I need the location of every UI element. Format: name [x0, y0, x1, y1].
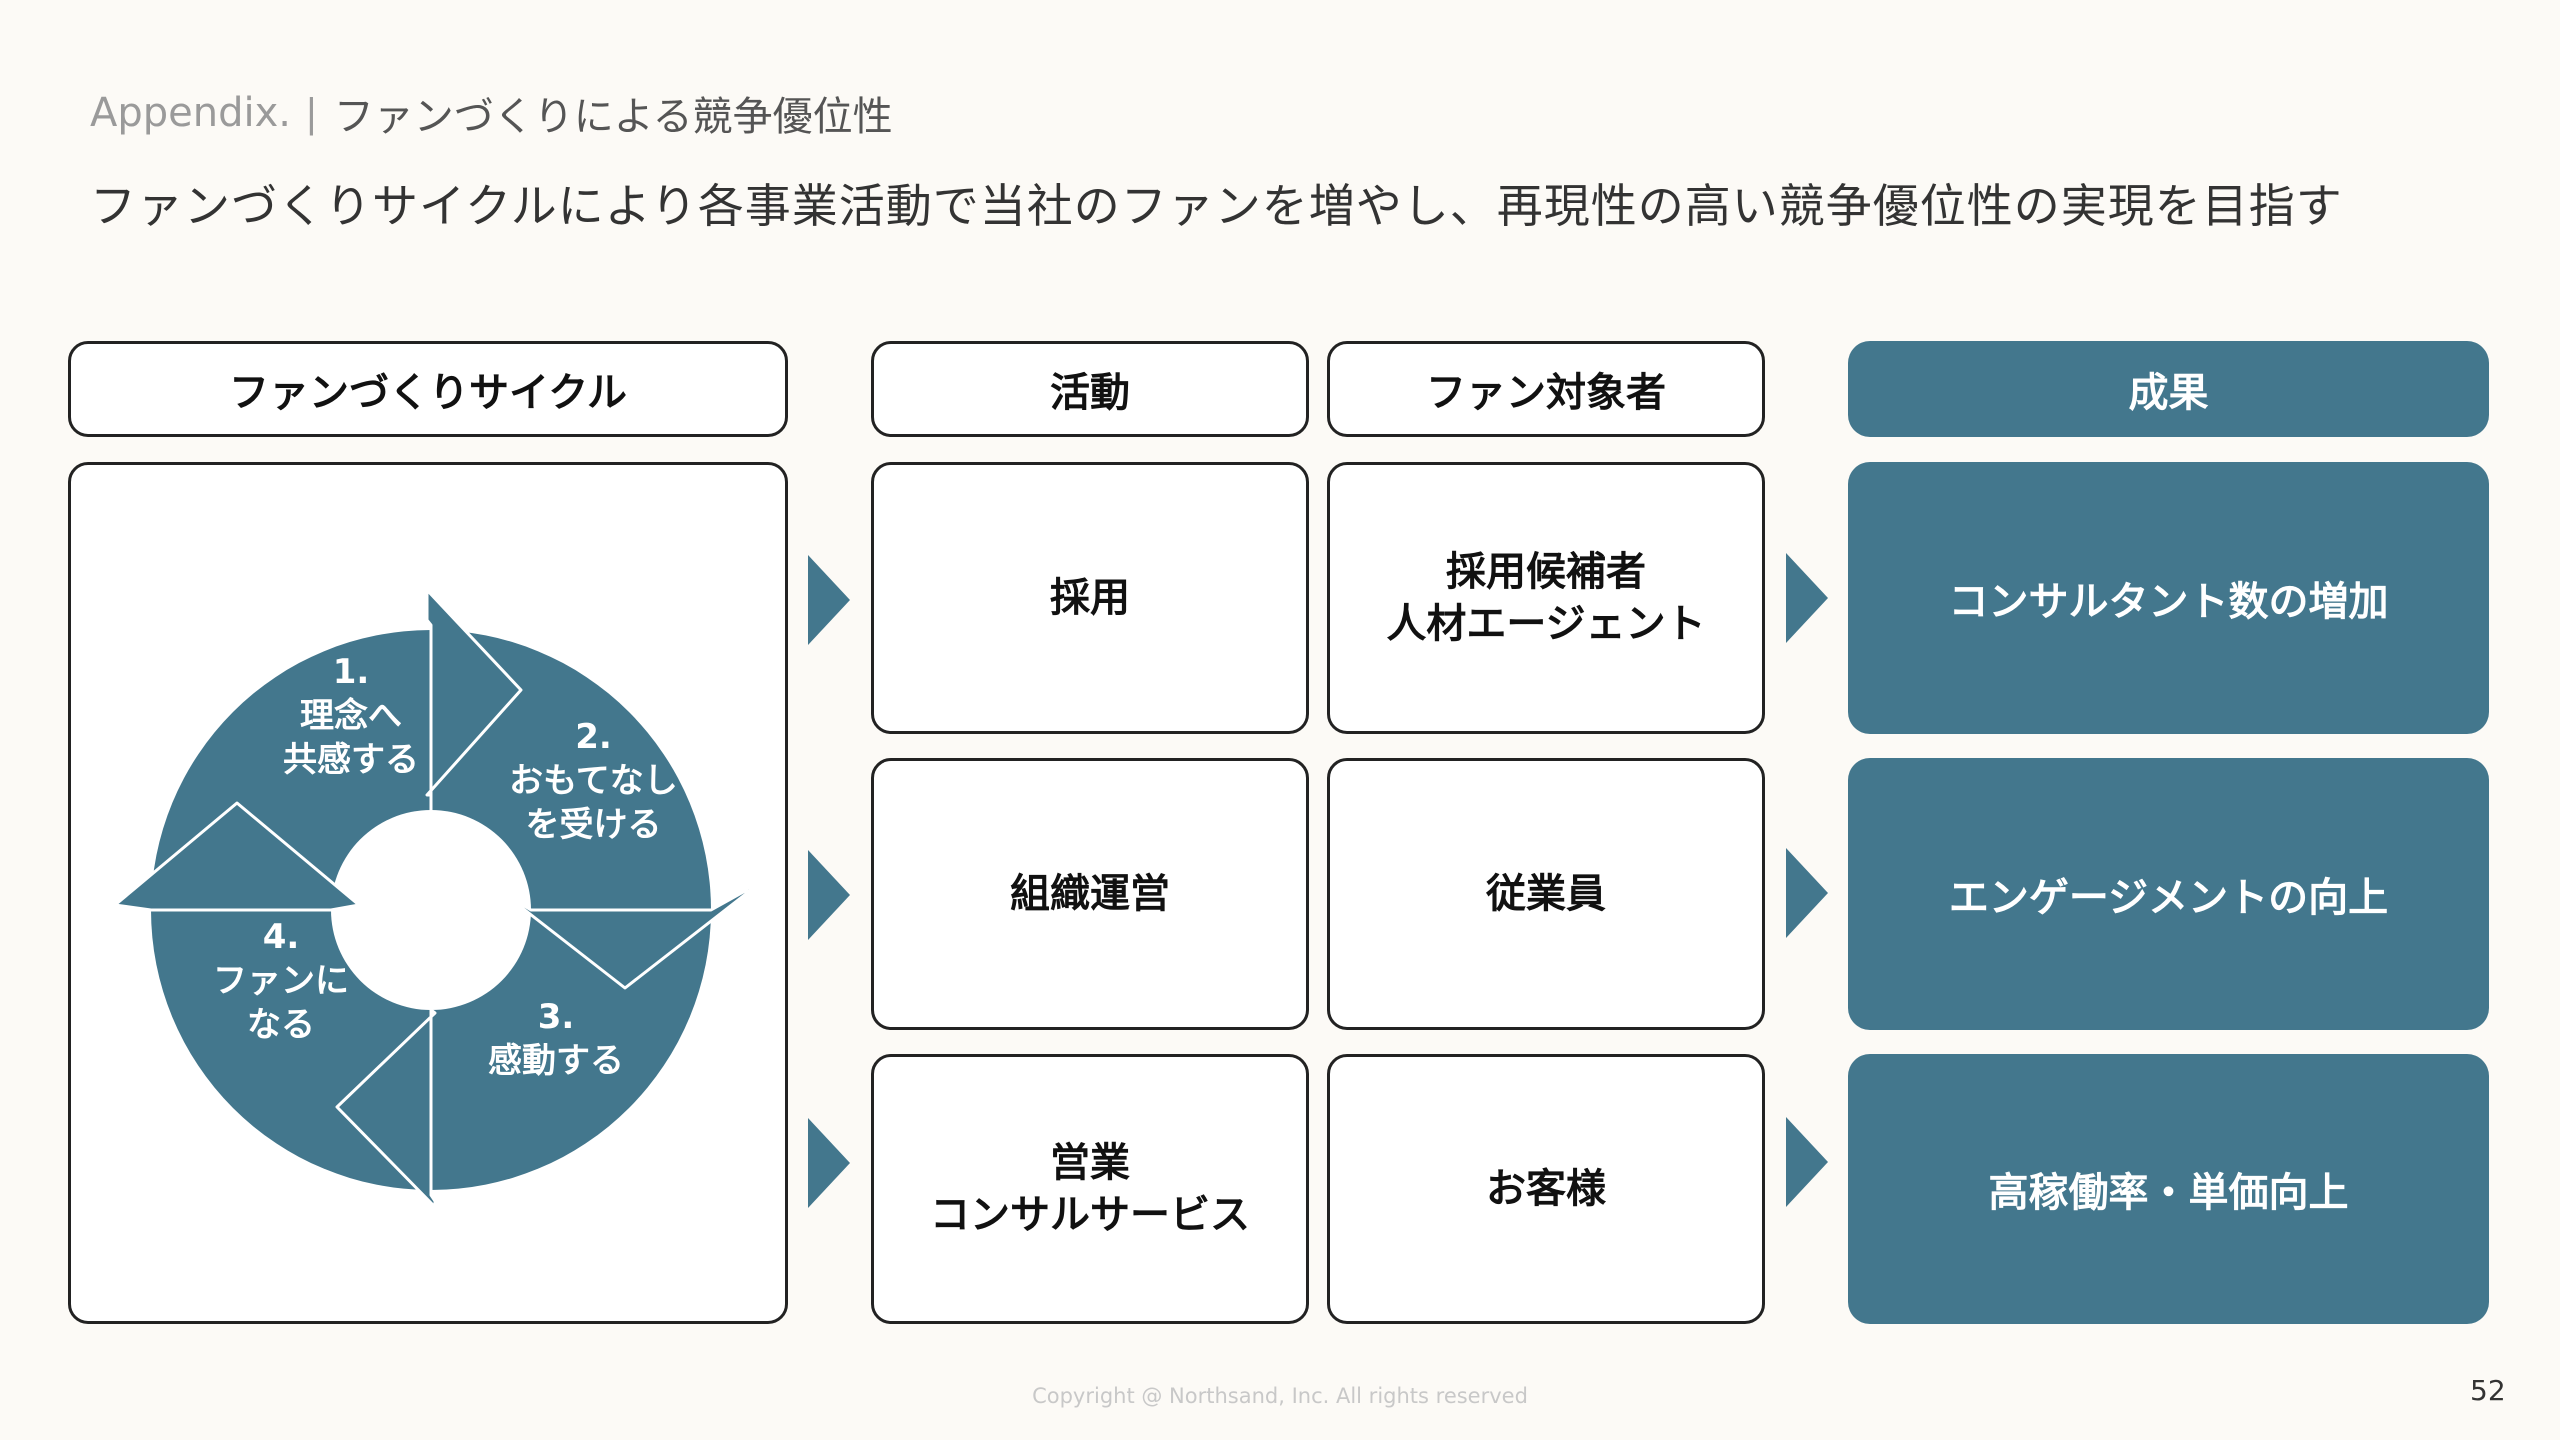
cycle-step-2-number: 2. [575, 717, 612, 757]
cycle-hole [331, 810, 531, 1010]
breadcrumb: Appendix. | ファンづくりによる競争優位性 [90, 86, 893, 140]
cycle-step-3: 3. 感動する [456, 995, 656, 1083]
result-cell-1: コンサルタント数の増加 [1848, 462, 2489, 734]
breadcrumb-prefix: Appendix. [90, 90, 291, 136]
headline: ファンづくりサイクルにより各事業活動で当社のファンを増やし、再現性の高い競争優位… [90, 179, 2343, 233]
cycle-step-2: 2. おもてなし を受ける [486, 715, 701, 847]
header-cycle: ファンづくりサイクル [68, 341, 788, 437]
cycle-step-1-line1: 理念へ [300, 696, 402, 736]
cycle-arrow-up [113, 801, 361, 912]
cycle-step-3-number: 3. [537, 997, 575, 1037]
header-target: ファン対象者 [1327, 341, 1765, 437]
connector-arrow-icon [1786, 848, 1828, 938]
cycle-arrow-left [335, 1008, 437, 1209]
connector-arrow-icon [1786, 553, 1828, 643]
connector-arrow-icon [1786, 1117, 1828, 1207]
header-activity: 活動 [871, 341, 1309, 437]
connector-arrow-icon [808, 1118, 850, 1208]
target-cell-1: 採用候補者 人材エージェント [1327, 462, 1765, 734]
activity-cell-3: 営業 コンサルサービス [871, 1054, 1309, 1324]
cycle-step-1: 1. 理念へ 共感する [251, 650, 451, 782]
cycle-step-2-line2: を受ける [525, 805, 662, 845]
cycle-arrow-right [425, 588, 523, 812]
cycle-arrow-down [501, 883, 753, 990]
activity-cell-2: 組織運営 [871, 758, 1309, 1030]
target-cell-3: お客様 [1327, 1054, 1765, 1324]
breadcrumb-title: ファンづくりによる競争優位性 [333, 94, 893, 140]
cycle-panel: 1. 理念へ 共感する 2. おもてなし を受ける 3. 感動する 4. ファン… [68, 462, 788, 1324]
page-number: 52 [2470, 1374, 2506, 1407]
cycle-step-1-number: 1. [332, 652, 370, 692]
cycle-step-4-number: 4. [262, 917, 300, 957]
breadcrumb-separator: | [305, 91, 318, 135]
cycle-diagram [113, 588, 753, 1209]
cycle-step-4-line1: ファンに [213, 961, 349, 1001]
copyright-footer: Copyright @ Northsand, Inc. All rights r… [1032, 1384, 1528, 1408]
cycle-step-4: 4. ファンに なる [181, 915, 381, 1047]
result-cell-3: 高稼働率・単価向上 [1848, 1054, 2489, 1324]
cycle-step-1-line2: 共感する [283, 740, 419, 780]
target-cell-2: 従業員 [1327, 758, 1765, 1030]
activity-cell-1: 採用 [871, 462, 1309, 734]
cycle-step-4-line2: なる [247, 1005, 315, 1045]
result-cell-2: エンゲージメントの向上 [1848, 758, 2489, 1030]
cycle-step-3-line1: 感動する [488, 1041, 624, 1081]
connector-arrow-icon [808, 555, 850, 645]
cycle-step-2-line1: おもてなし [509, 761, 678, 801]
connector-arrow-icon [808, 850, 850, 940]
header-result: 成果 [1848, 341, 2489, 437]
